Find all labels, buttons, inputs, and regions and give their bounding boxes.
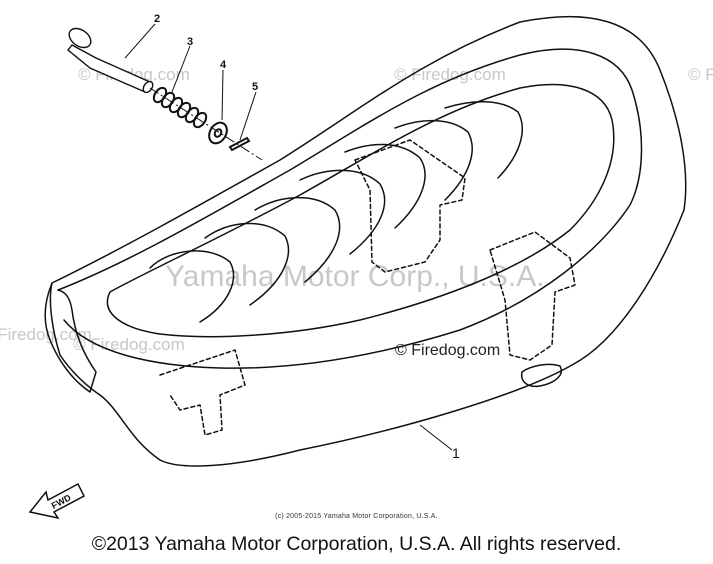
callout-3: 3 [187, 36, 193, 48]
seat-pleat-line [344, 143, 426, 229]
seat-rear-tab [520, 363, 562, 388]
leader-line [419, 424, 453, 451]
spring-part [152, 86, 208, 129]
seat-bracket-front [159, 349, 246, 436]
site-mark: © Firedog.com [395, 342, 500, 359]
seat-pleat-line [394, 119, 473, 201]
washer-part [208, 121, 228, 145]
leader-line [221, 69, 224, 121]
seat-pleat-line [444, 101, 523, 179]
leader-line [239, 91, 257, 141]
watermark-corp: Yamaha Motor Corp., U.S.A. [165, 260, 545, 293]
watermark-site: © Firedog.com [394, 65, 506, 84]
assembly-centerline [149, 87, 263, 161]
seat-pleat-line [149, 250, 235, 323]
seat-top-rim [57, 48, 643, 369]
callout-1: 1 [452, 445, 460, 461]
knob-bolt-part [67, 27, 154, 94]
leader-line [124, 23, 156, 59]
watermark-site: © Firedog.com [0, 325, 92, 344]
seat-pleat-line [254, 196, 341, 283]
leader-line [171, 45, 191, 93]
seat-pleat-line [299, 169, 386, 255]
seat-front-skirt [44, 282, 97, 393]
seat-bracket-rear [489, 231, 576, 361]
seat-pleat-line [204, 222, 290, 306]
seat-cushion [106, 83, 615, 338]
watermark-site: © Firedog.com [688, 65, 713, 84]
seat-outer-outline [49, 15, 687, 467]
callout-4: 4 [220, 59, 227, 71]
callout-5: 5 [252, 81, 258, 93]
copyright-small: (c) 2005-2015 Yamaha Motor Corporation, … [275, 513, 438, 520]
copyright-main: ©2013 Yamaha Motor Corporation, U.S.A. A… [91, 533, 622, 555]
watermark-site: © Firedog.com [73, 335, 185, 354]
callout-2: 2 [154, 13, 160, 25]
cotter-pin-part [228, 136, 251, 152]
seat-bracket-middle [354, 139, 466, 273]
